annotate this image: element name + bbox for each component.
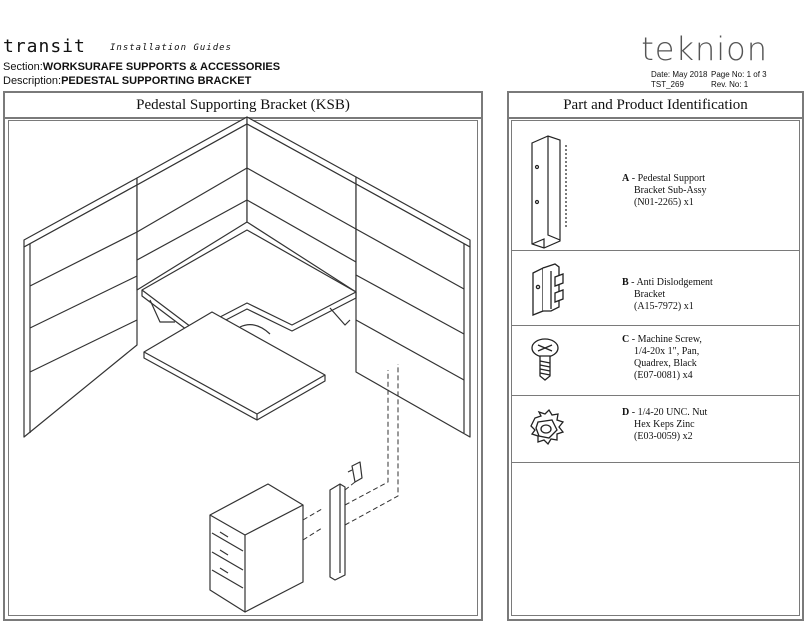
part-label-a: A - Pedestal Support Bracket Sub-Assy (N… bbox=[622, 173, 707, 209]
assembly-panel-title: Pedestal Supporting Bracket (KSB) bbox=[5, 93, 481, 119]
part-c-line-4: (E07-0081) x4 bbox=[634, 370, 693, 381]
part-a-line-1: - Pedestal Support bbox=[631, 173, 706, 184]
description-line: Description:PEDESTAL SUPPORTING BRACKET bbox=[3, 75, 251, 87]
part-c-line-2: 1/4-20x 1", Pan, bbox=[634, 346, 700, 357]
part-letter-c: C bbox=[622, 334, 630, 345]
part-row-b: B - Anti Dislodgement Bracket (A15-7972)… bbox=[512, 251, 799, 326]
doc-revision: Rev. No: 1 bbox=[711, 80, 749, 89]
part-letter-b: B bbox=[622, 277, 629, 288]
part-a-line-3: (N01-2265) x1 bbox=[634, 197, 694, 208]
section-value: WORKSURAFE SUPPORTS & ACCESSORIES bbox=[42, 61, 281, 73]
brand-title: transit bbox=[3, 36, 86, 57]
part-label-c: C - Machine Screw, 1/4-20x 1", Pan, Quad… bbox=[622, 334, 702, 382]
part-label-b: B - Anti Dislodgement Bracket (A15-7972)… bbox=[622, 277, 713, 313]
parts-panel-title: Part and Product Identification bbox=[509, 93, 802, 119]
brand-subtitle: Installation Guides bbox=[110, 43, 232, 53]
part-a-line-2: Bracket Sub-Assy bbox=[634, 185, 707, 196]
section-label: Section: bbox=[3, 61, 43, 73]
parts-list: A - Pedestal Support Bracket Sub-Assy (N… bbox=[511, 120, 800, 616]
part-c-line-3: Quadrex, Black bbox=[634, 358, 697, 369]
part-d-line-2: Hex Keps Zinc bbox=[634, 419, 695, 430]
section-line: Section:WORKSURAFE SUPPORTS & ACCESSORIE… bbox=[3, 61, 280, 73]
part-row-c: C - Machine Screw, 1/4-20x 1", Pan, Quad… bbox=[512, 326, 799, 396]
hex-nut-icon bbox=[530, 408, 565, 446]
description-label: Description: bbox=[3, 75, 62, 87]
part-b-line-3: (A15-7972) x1 bbox=[634, 301, 694, 312]
part-c-line-1: - Machine Screw, bbox=[631, 334, 702, 345]
description-value: PEDESTAL SUPPORTING BRACKET bbox=[61, 75, 252, 87]
part-row-a: A - Pedestal Support Bracket Sub-Assy (N… bbox=[512, 121, 799, 251]
part-letter-a: A bbox=[622, 173, 630, 184]
doc-code: TST_269 bbox=[651, 80, 684, 89]
parts-panel: Part and Product Identification A - Pede… bbox=[507, 91, 804, 621]
pedestal-bracket-icon bbox=[531, 135, 567, 249]
part-d-line-3: (E03-0059) x2 bbox=[634, 431, 693, 442]
anti-dislodgement-bracket-icon bbox=[532, 263, 564, 316]
machine-screw-icon bbox=[531, 338, 559, 381]
part-letter-d: D bbox=[622, 407, 630, 418]
doc-date: Date: May 2018 bbox=[651, 70, 708, 79]
doc-page: Page No: 1 of 3 bbox=[711, 70, 767, 79]
part-label-d: D - 1/4-20 UNC. Nut Hex Keps Zinc (E03-0… bbox=[622, 407, 707, 443]
part-b-line-1: - Anti Dislodgement bbox=[631, 277, 713, 288]
teknion-logo: teknion bbox=[641, 30, 768, 68]
part-b-line-2: Bracket bbox=[634, 289, 666, 300]
part-d-line-1: - 1/4-20 UNC. Nut bbox=[631, 407, 708, 418]
part-row-d: D - 1/4-20 UNC. Nut Hex Keps Zinc (E03-0… bbox=[512, 396, 799, 463]
